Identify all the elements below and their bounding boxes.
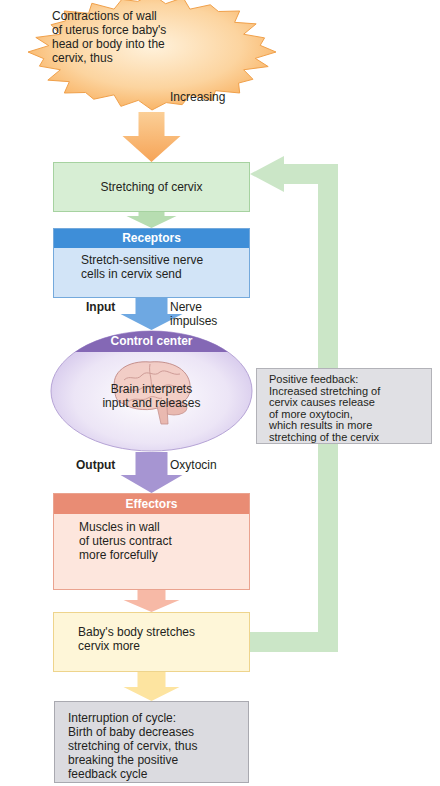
- flow-arrow: [127, 212, 177, 228]
- arrow-body: [124, 590, 180, 612]
- effector-box: EffectorsMuscles in wall of uterus contr…: [53, 493, 250, 590]
- receptor-box: ReceptorsStretch-sensitive nerve cells i…: [53, 228, 250, 298]
- ellipse-outline: [51, 331, 252, 451]
- box-text: Stretch-sensitive nerve cells in cervix …: [81, 253, 216, 281]
- box-text: Stretching of cervix: [100, 180, 202, 194]
- flow-arrow: [123, 112, 181, 162]
- note-box: Positive feedback: Increased stretching …: [256, 368, 432, 444]
- starburst-box: Contractions of wall of uterus force bab…: [26, 0, 278, 112]
- process-box: Stretching of cervix: [53, 162, 250, 212]
- box-heading: Effectors: [54, 494, 249, 514]
- box-text: Interruption of cycle: Birth of baby dec…: [68, 711, 198, 781]
- note-box: Interruption of cycle: Birth of baby dec…: [54, 701, 249, 783]
- control-center-ellipse: Control centerBrain interprets input and…: [50, 330, 253, 452]
- arrow-label: Increasing: [170, 90, 250, 104]
- box-text: Brain interprets input and releases: [100, 382, 204, 410]
- process-box: Baby's body stretches cervix more: [53, 612, 250, 672]
- flow-arrow: [124, 672, 180, 701]
- signal-label: Input: [86, 300, 115, 314]
- arrow-body: [127, 212, 177, 228]
- box-text: Contractions of wall of uterus force bab…: [52, 9, 168, 65]
- arrow-head: [250, 156, 284, 192]
- arrow-label: Nerve impulses: [170, 300, 232, 328]
- box-text: Positive feedback: Increased stretching …: [269, 374, 382, 443]
- box-heading: Control center: [110, 330, 192, 352]
- arrow-body: [123, 112, 181, 162]
- arrow-label: Oxytocin: [170, 458, 240, 472]
- box-text: Baby's body stretches cervix more: [78, 625, 211, 653]
- flow-arrow: [124, 590, 180, 612]
- arrow-body: [124, 672, 180, 701]
- starburst-outline: [28, 0, 276, 110]
- heading-band: [50, 330, 253, 352]
- box-heading: Receptors: [54, 229, 249, 248]
- box-text: Muscles in wall of uterus contract more …: [79, 520, 173, 562]
- signal-label: Output: [76, 458, 115, 472]
